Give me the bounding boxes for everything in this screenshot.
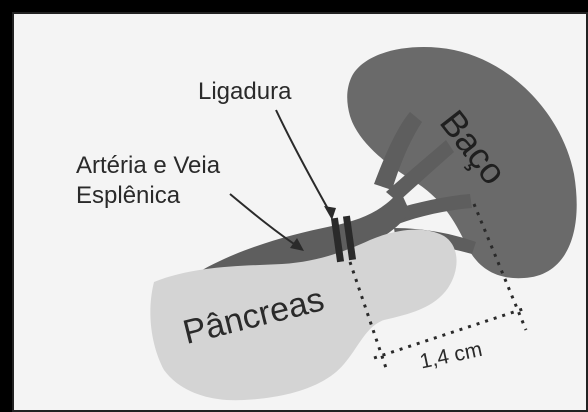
- ligature-pointer-line: [276, 110, 332, 216]
- diagram-canvas: Ligadura Artéria e Veia Esplênica Pâncre…: [12, 12, 588, 412]
- vessel-pointer-line: [230, 194, 300, 248]
- ligature-label: Ligadura: [198, 80, 291, 104]
- splenic-vessels-label-line2: Esplênica: [76, 184, 180, 208]
- anatomy-drawing: [14, 14, 588, 412]
- splenic-vessels-label-line1: Artéria e Veia: [76, 154, 220, 178]
- ligature-pointer-arrowhead: [324, 206, 336, 220]
